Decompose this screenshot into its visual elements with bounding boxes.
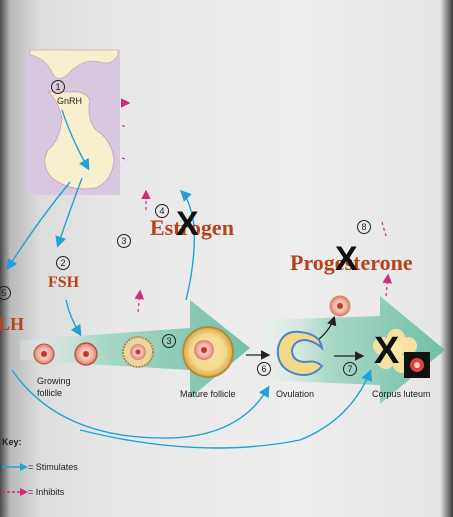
step-5-marker: 5 <box>0 286 11 300</box>
fsh-release-arrow <box>55 177 83 248</box>
step-2-marker: 2 <box>56 256 70 270</box>
fsh-to-follicle-arrow <box>65 299 82 337</box>
legend-inhibits-label: = Inhibits <box>28 487 65 497</box>
step-3b-marker: 3 <box>162 334 176 348</box>
corpus-luteum-x-mark: X <box>374 330 400 372</box>
inhibit-arrow-3 <box>121 157 129 161</box>
step-4-marker: 4 <box>155 204 169 218</box>
inhibit-arrow-follicle <box>134 289 145 313</box>
corpus-luteum-label: Corpus luteum <box>372 389 431 399</box>
lh-surge-arrow-ovulation <box>11 369 270 439</box>
corpus-luteum <box>373 329 430 378</box>
inhibition-arrows <box>120 98 393 313</box>
legend-title: Key: <box>2 437 22 447</box>
step-7-marker: 7 <box>343 362 357 376</box>
lh-surge-arrow-corpus <box>79 369 372 449</box>
stimulation-arrows <box>6 109 372 449</box>
legend-stimulates-swatch <box>2 463 28 471</box>
follicle-stages <box>33 295 351 378</box>
gnrh-label: GnRH <box>57 96 83 106</box>
ovulation-label: Ovulation <box>276 389 315 399</box>
legend-inhibits-swatch <box>2 488 28 496</box>
gnrh-arrow <box>61 109 90 171</box>
inhibit-arrow-8 <box>381 221 387 237</box>
estrogen-x-mark: X <box>176 205 199 243</box>
process-arrows <box>246 315 365 361</box>
legend-stimulates-label: = Stimulates <box>28 462 78 472</box>
luteal-phase-arrow <box>262 296 445 404</box>
mature-follicle-label: Mature follicle <box>180 389 236 399</box>
ovulating-follicle <box>276 330 324 376</box>
estrogen-label: Estrogen <box>150 215 234 240</box>
step-3a-marker: 3 <box>117 234 131 248</box>
fsh-label: FSH <box>48 274 80 291</box>
inhibit-arrow-progesterone <box>382 273 393 297</box>
step-8-marker: 8 <box>357 220 371 234</box>
estrogen-feedback-arrow <box>180 190 195 301</box>
step-1-marker: 1 <box>51 80 65 94</box>
lh-label: LH <box>0 314 25 334</box>
progesterone-label: Progesterone <box>290 250 413 275</box>
progesterone-x-mark: X <box>335 240 358 278</box>
lh-release-arrow <box>6 181 71 271</box>
egg-release-arrow <box>317 315 337 341</box>
growing-follicle-label-2: follicle <box>37 388 63 398</box>
hypothalamus-pituitary-panel <box>26 49 120 195</box>
growing-follicle-label-1: Growing <box>37 376 71 386</box>
step-6-marker: 6 <box>257 362 271 376</box>
